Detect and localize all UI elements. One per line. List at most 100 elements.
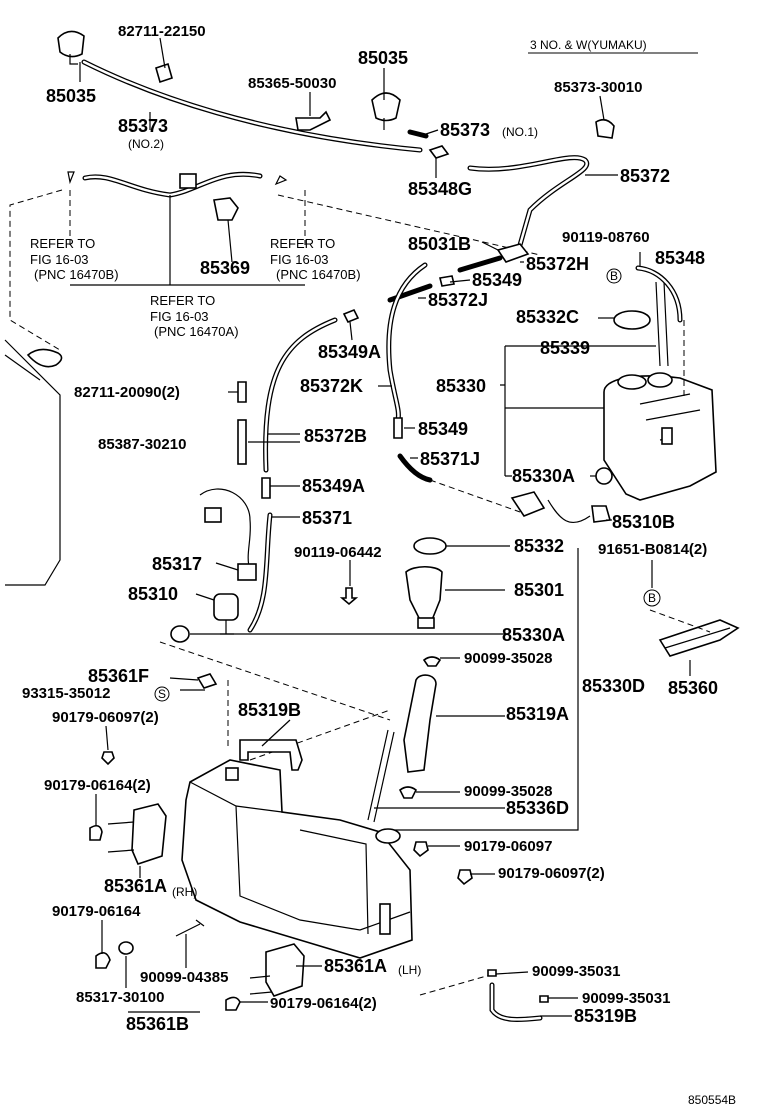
label-85360: 85360	[668, 678, 718, 698]
label-85365-50030: 85365-50030	[248, 75, 336, 92]
hose-85371J	[397, 453, 433, 483]
ref-right-2: FIG 16-03	[270, 252, 329, 267]
label-85035-left: 85035	[46, 86, 96, 106]
nozzle-85035-mid	[371, 92, 401, 130]
clamp-85369	[213, 197, 239, 221]
circle-b-text-2: B	[648, 591, 656, 605]
label-85348: 85348	[655, 248, 705, 268]
label-85310: 85310	[128, 584, 178, 604]
nut-90179-06164-2a	[89, 824, 103, 841]
label-85361A-rh: 85361A	[104, 876, 167, 896]
hose-85373-no2	[81, 59, 423, 153]
label-90099-04385: 90099-04385	[140, 969, 228, 986]
label-85035-mid: 85035	[358, 48, 408, 68]
joint-85349A-top	[342, 308, 360, 324]
cap-85332	[413, 537, 447, 555]
ref-mid-2: FIG 16-03	[150, 309, 209, 324]
label-85319A: 85319A	[506, 704, 569, 724]
leader-85369	[227, 219, 233, 263]
joint-85349-mid	[393, 417, 403, 439]
ref-bracket	[70, 195, 305, 286]
nut-90179-06097-2b	[457, 869, 473, 886]
label-90179-06097: 90179-06097	[464, 838, 552, 855]
label-85031B: 85031B	[408, 234, 471, 254]
gauge-85336D	[367, 729, 395, 823]
grommet-85330A-bottom	[170, 625, 190, 643]
label-90179-06164: 90179-06164	[52, 903, 141, 920]
label-85387-30210: 85387-30210	[98, 436, 186, 453]
label-85348G: 85348G	[408, 179, 472, 199]
label-85349A-mid: 85349A	[302, 476, 365, 496]
label-85361B: 85361B	[126, 1014, 189, 1034]
label-82711-20090: 82711-20090(2)	[74, 384, 180, 401]
cap-85332C	[613, 310, 651, 330]
drawing-layer	[4, 30, 740, 1023]
clamp-90099-35028-bottom	[398, 786, 418, 799]
washer-tank	[181, 759, 413, 959]
nozzle-85035-left	[57, 30, 85, 65]
label-85349A-top: 85349A	[318, 342, 381, 362]
label-90179-06097-2a: 90179-06097(2)	[52, 709, 159, 726]
dash-guide-tank	[277, 194, 541, 256]
pump-85310B	[510, 491, 612, 523]
label-90099-35031-a: 90099-35031	[532, 963, 620, 980]
clamp-90099-35031-b	[539, 995, 549, 1003]
clamp-90099-35031-a	[487, 969, 497, 977]
nut-90179-06164	[95, 952, 111, 969]
label-90179-06097-2b: 90179-06097(2)	[498, 865, 605, 882]
bracket-85330D	[390, 548, 579, 831]
label-85319B-bottom: 85319B	[574, 1006, 637, 1026]
pump-85310	[213, 593, 239, 635]
motor-85361A-lh	[249, 943, 305, 997]
clip-85365-50030	[295, 110, 332, 131]
label-85330A-top: 85330A	[512, 466, 575, 486]
label-90179-06164-2a: 90179-06164(2)	[44, 777, 151, 794]
hose-85372B	[263, 317, 338, 473]
label-85332: 85332	[514, 536, 564, 556]
clip-85361F	[196, 673, 218, 689]
motor-85361A-rh	[107, 803, 167, 865]
circle-b-icon-2: B	[643, 589, 661, 607]
fender-outline	[4, 339, 61, 586]
label-85319B-top: 85319B	[238, 700, 301, 720]
labels-layer: 3 NO. & W(YUMAKU) 82711-22150 85035 8537…	[22, 23, 736, 1107]
label-85373-no2: 85373	[118, 116, 168, 136]
joint-85349A-mid	[261, 477, 271, 499]
hose-85348-in	[636, 266, 682, 322]
bolt-90119-06442	[339, 587, 359, 606]
grommet-85330A-top	[595, 467, 613, 485]
hose-85372K	[386, 262, 428, 423]
label-91651-B0814: 91651-B0814(2)	[598, 541, 707, 558]
label-85369: 85369	[200, 258, 250, 278]
label-85372K: 85372K	[300, 376, 363, 396]
label-85371J: 85371J	[420, 449, 480, 469]
label-85373-30010: 85373-30010	[554, 79, 642, 96]
circle-s-text: S	[158, 687, 166, 701]
label-85349-top: 85349	[472, 270, 522, 290]
label-90099-35031-b: 90099-35031	[582, 990, 670, 1007]
label-85371: 85371	[302, 508, 352, 528]
nozzle-85373-30010	[595, 118, 615, 139]
valve-85031B	[496, 243, 530, 263]
label-85372B: 85372B	[304, 426, 367, 446]
label-85372J: 85372J	[428, 290, 488, 310]
fender-inner	[4, 354, 41, 381]
dash-lower-right	[419, 974, 491, 996]
ref-left-1: REFER TO	[30, 236, 95, 251]
label-93315-35012: 93315-35012	[22, 685, 110, 702]
bracket-85360	[658, 619, 740, 657]
ref-right-1: REFER TO	[270, 236, 335, 251]
label-85372H: 85372H	[526, 254, 589, 274]
joint-85348G	[428, 145, 450, 159]
clip-82711-20090	[237, 381, 247, 403]
clip-82711-22150	[155, 62, 173, 84]
label-no1: (NO.1)	[502, 125, 538, 139]
label-85317: 85317	[152, 554, 202, 574]
nut-90179-06164-2b	[225, 996, 241, 1011]
header-note: 3 NO. & W(YUMAKU)	[530, 38, 647, 52]
circle-s-icon: S	[154, 686, 170, 702]
label-85336D: 85336D	[506, 798, 569, 818]
label-85339: 85339	[540, 338, 590, 358]
joint-85373-no1	[407, 129, 429, 139]
label-85330: 85330	[436, 376, 486, 396]
